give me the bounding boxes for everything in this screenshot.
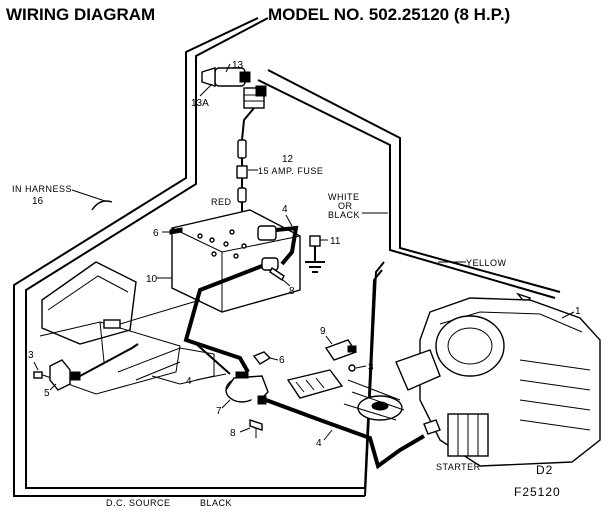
starter-solenoid [193,341,269,405]
ignition-switch [201,67,267,109]
callout-9: 9 [320,326,326,337]
ground-bolt [305,235,325,273]
callout-1: 1 [575,306,581,317]
wire-color-black: BLACK [328,210,360,220]
callout-3-left: 3 [28,350,34,361]
interlock-switch [324,339,358,372]
callout-6-bottom: 6 [279,355,285,366]
model-number-title: MODEL NO. 502.25120 (8 H.P.) [268,5,510,24]
callout-13a: 13A [191,98,209,109]
callout-4-left: 4 [186,376,192,387]
callout-7: 7 [216,406,222,417]
callout-12: 12 [282,154,294,165]
callout-8-top: 8 [289,286,295,297]
dc-source-black-label: BLACK [200,498,232,508]
dc-source-label: D.C. SOURCE [106,498,171,508]
callout-6-top: 6 [153,228,159,239]
callout-3-right: 3 [368,362,374,373]
callout-13: 13 [232,60,244,71]
seat-switch [33,343,139,391]
callout-11: 11 [330,236,341,247]
harness-outline [13,17,561,497]
in-harness-label: IN HARNESS [12,184,72,194]
wire-color-red: RED [211,197,232,207]
starter-label: STARTER [436,462,481,472]
fuse-description: 15 AMP. FUSE [258,166,323,176]
engine [395,297,601,467]
callout-5: 5 [44,388,50,399]
callout-4-top: 4 [282,204,288,215]
callout-4-bottom: 4 [316,438,322,449]
wire-color-or: OR [338,201,353,211]
callout-16: 16 [32,196,44,207]
battery [171,209,301,313]
fuse-assembly [236,107,255,214]
battery-negative-cable [183,264,263,373]
starter-cable [265,398,426,470]
tractor-body [39,261,215,395]
battery-positive-cable [275,225,299,266]
transmission-parts [286,369,405,421]
callout-8-bottom: 8 [230,428,236,439]
wire-color-white: WHITE [328,192,360,202]
callout-10: 10 [146,274,158,285]
diagram-title: WIRING DIAGRAM [6,5,155,24]
figure-code-f: F25120 [514,485,561,499]
wire-color-yellow: YELLOW [466,258,507,268]
figure-code-d2: D2 [536,463,553,477]
